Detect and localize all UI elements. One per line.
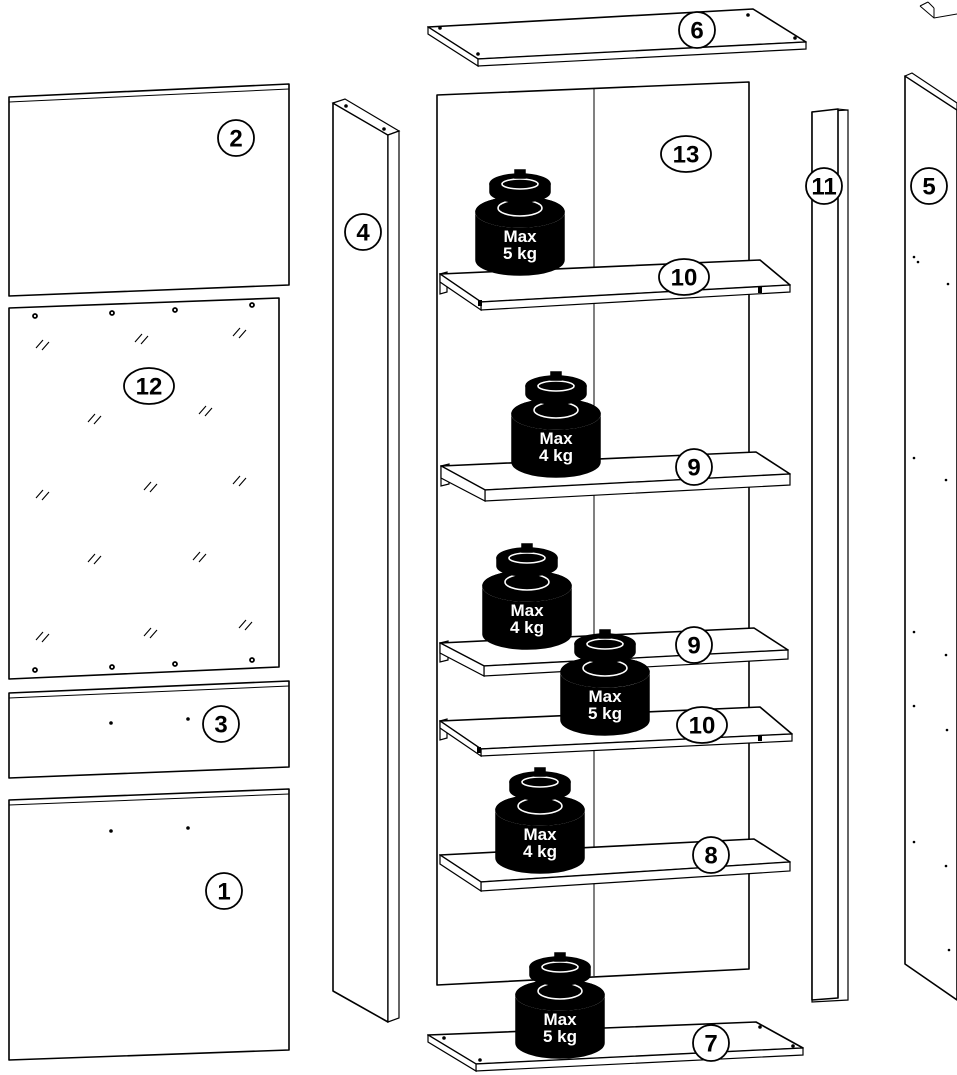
weight-max-label: Max bbox=[523, 825, 557, 844]
part-label-ring bbox=[675, 626, 713, 664]
part-label-ring bbox=[805, 167, 843, 205]
side-panel-4 bbox=[331, 98, 401, 1023]
corner-fitting-icon bbox=[919, 1, 957, 19]
part-number: 13 bbox=[673, 142, 700, 169]
part-number: 11 bbox=[811, 174, 836, 201]
part-label-ring bbox=[205, 872, 243, 910]
divider-11 bbox=[811, 108, 849, 1003]
part-label-ring bbox=[202, 705, 240, 743]
part-label-ring bbox=[692, 1024, 730, 1062]
weight-max-label: Max bbox=[510, 601, 544, 620]
weight-max-label: Max bbox=[588, 687, 622, 706]
part-label-ring bbox=[675, 448, 713, 486]
part-label-13: 13 bbox=[660, 135, 712, 173]
part-label-ring bbox=[658, 258, 710, 296]
part-label-9: 9 bbox=[675, 448, 713, 486]
part-number: 7 bbox=[704, 1031, 717, 1058]
part-label-2: 2 bbox=[217, 119, 255, 157]
part-label-ring bbox=[676, 706, 728, 744]
part-number: 8 bbox=[704, 843, 717, 870]
part-label-1: 1 bbox=[205, 872, 243, 910]
part-number: 12 bbox=[136, 374, 163, 401]
panel-12-glass bbox=[8, 297, 280, 680]
part-number: 1 bbox=[217, 879, 230, 906]
part-number: 5 bbox=[922, 174, 935, 201]
part-label-12: 12 bbox=[123, 367, 175, 405]
top-panel-6 bbox=[427, 8, 807, 68]
weight-kg-label: 4 kg bbox=[539, 446, 573, 465]
part-number: 10 bbox=[689, 713, 716, 740]
weight-max-label: Max bbox=[503, 227, 537, 246]
weight-kg-label: 5 kg bbox=[543, 1027, 577, 1046]
part-label-7: 7 bbox=[692, 1024, 730, 1062]
part-label-4: 4 bbox=[344, 213, 382, 251]
panel-3 bbox=[8, 680, 290, 779]
glass-hatch-marks bbox=[35, 327, 253, 643]
bottom-panel-7 bbox=[427, 1021, 804, 1073]
panel-2 bbox=[8, 83, 290, 297]
weight-max-label: Max bbox=[539, 429, 573, 448]
panel-1 bbox=[8, 788, 290, 1061]
part-label-ring bbox=[910, 167, 948, 205]
part-label-ring bbox=[692, 836, 730, 874]
part-number: 4 bbox=[356, 220, 370, 247]
part-label-3: 3 bbox=[202, 705, 240, 743]
weight-kg-label: 4 kg bbox=[510, 618, 544, 637]
part-label-ring bbox=[123, 367, 175, 405]
part-label-8: 8 bbox=[692, 836, 730, 874]
weight-max-label: Max bbox=[543, 1010, 577, 1029]
part-label-ring bbox=[660, 135, 712, 173]
part-label-ring bbox=[217, 119, 255, 157]
part-label-ring bbox=[344, 213, 382, 251]
side-panel-5 bbox=[903, 72, 957, 1001]
weight-kg-label: 5 kg bbox=[503, 244, 537, 263]
part-label-11: 11 bbox=[805, 167, 843, 205]
part-number: 10 bbox=[671, 265, 698, 292]
part-number: 9 bbox=[687, 455, 700, 482]
part-label-9: 9 bbox=[675, 626, 713, 664]
part-number: 3 bbox=[214, 712, 227, 739]
part-label-10: 10 bbox=[658, 258, 710, 296]
part-number: 9 bbox=[687, 633, 700, 660]
part-number: 6 bbox=[690, 18, 703, 45]
part-number: 2 bbox=[229, 126, 242, 153]
part-label-6: 6 bbox=[678, 11, 716, 49]
weight-kg-label: 5 kg bbox=[588, 704, 622, 723]
part-label-10: 10 bbox=[676, 706, 728, 744]
weight-kg-label: 4 kg bbox=[523, 842, 557, 861]
part-label-5: 5 bbox=[910, 167, 948, 205]
part-label-ring bbox=[678, 11, 716, 49]
